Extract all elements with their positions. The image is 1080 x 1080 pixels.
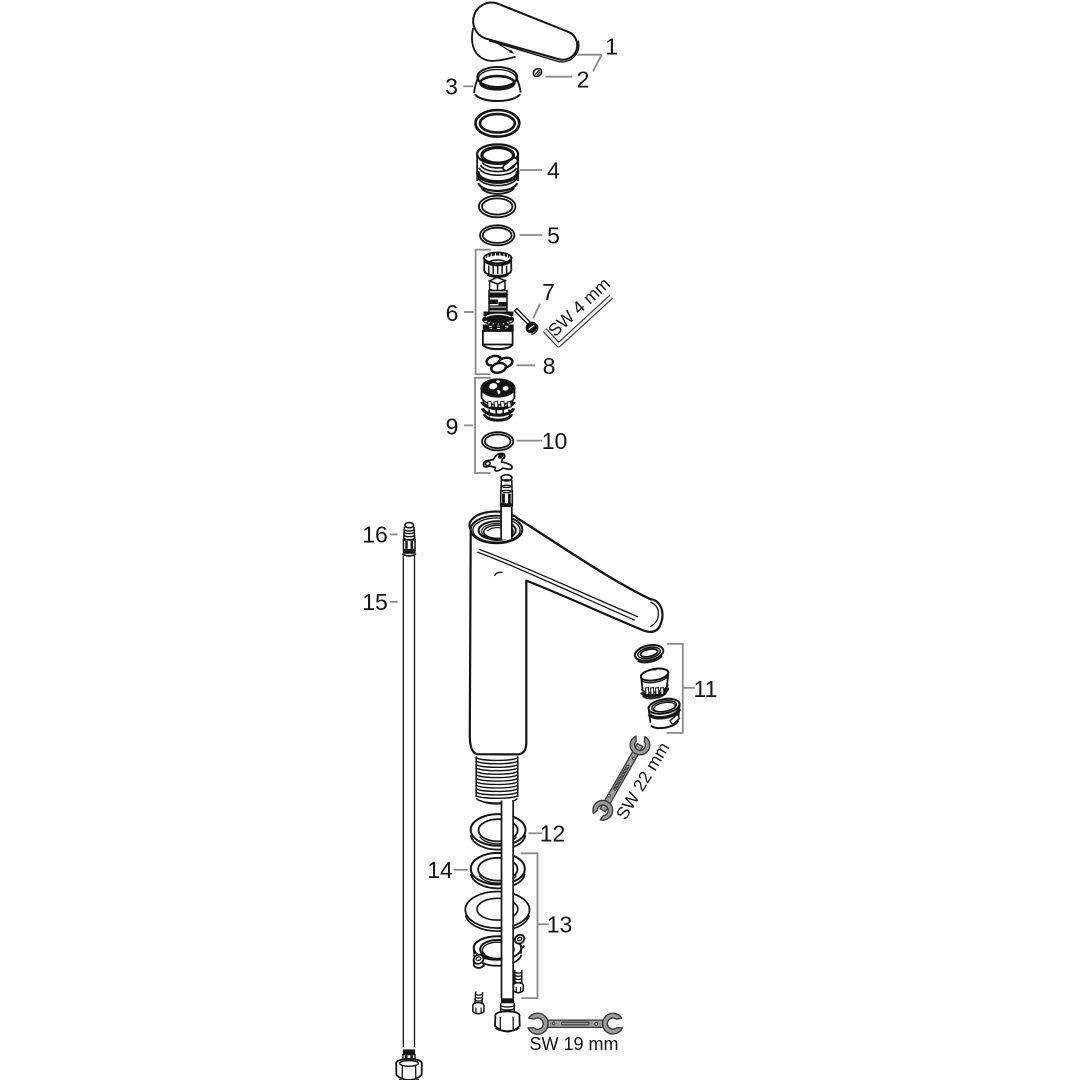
svg-text:9: 9	[446, 414, 459, 440]
svg-text:5: 5	[547, 223, 560, 249]
svg-text:3: 3	[445, 74, 458, 100]
svg-text:2: 2	[577, 67, 590, 93]
svg-text:16: 16	[362, 522, 388, 548]
svg-text:8: 8	[543, 353, 556, 379]
svg-text:14: 14	[427, 857, 453, 883]
svg-text:11: 11	[694, 676, 718, 702]
svg-text:7: 7	[542, 279, 555, 305]
svg-text:13: 13	[547, 912, 573, 938]
svg-text:SW 19 mm: SW 19 mm	[529, 1034, 618, 1054]
svg-text:12: 12	[540, 821, 566, 847]
svg-text:10: 10	[542, 428, 568, 454]
svg-text:4: 4	[547, 158, 560, 184]
svg-text:15: 15	[362, 589, 388, 615]
svg-text:1: 1	[605, 34, 618, 60]
svg-text:6: 6	[446, 300, 459, 326]
